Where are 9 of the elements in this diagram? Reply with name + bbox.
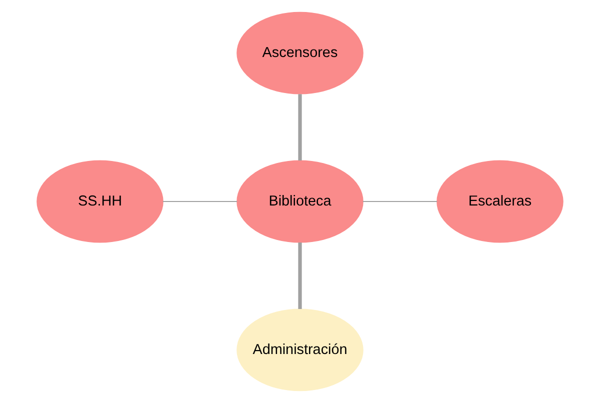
connector xyxy=(298,242,302,309)
node-ellipse: Administración xyxy=(236,308,364,392)
node-ellipse: Ascensores xyxy=(236,12,364,94)
connector xyxy=(298,94,302,160)
connector xyxy=(362,200,438,202)
node-ellipse: SS.HH xyxy=(36,160,164,243)
node-ellipse: Escaleras xyxy=(436,160,564,243)
node-ellipse: Biblioteca xyxy=(236,160,364,243)
connector xyxy=(162,200,238,202)
